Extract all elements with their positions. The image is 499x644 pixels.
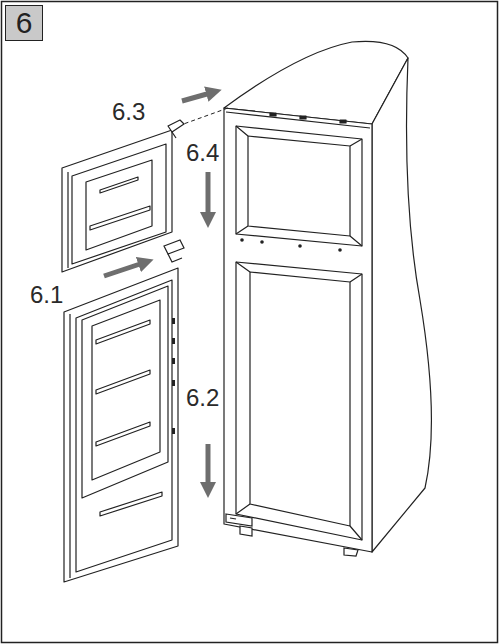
callout-number: 6.3 (112, 100, 145, 124)
fridge-cabinet (224, 41, 431, 552)
fridge-door (64, 268, 178, 582)
callout-number: 6.4 (186, 141, 219, 165)
step-number-box: 6 (5, 5, 43, 41)
callout-number: 6.1 (30, 283, 63, 307)
hinge-holes (240, 238, 342, 252)
freezer-door (62, 120, 184, 272)
middle-hinge (164, 240, 184, 262)
callout-number: 6.2 (186, 386, 219, 410)
alignment-line (178, 108, 228, 126)
step-number: 6 (16, 8, 33, 38)
bottom-hinge (226, 514, 358, 556)
door-hinge-holes (172, 318, 175, 434)
